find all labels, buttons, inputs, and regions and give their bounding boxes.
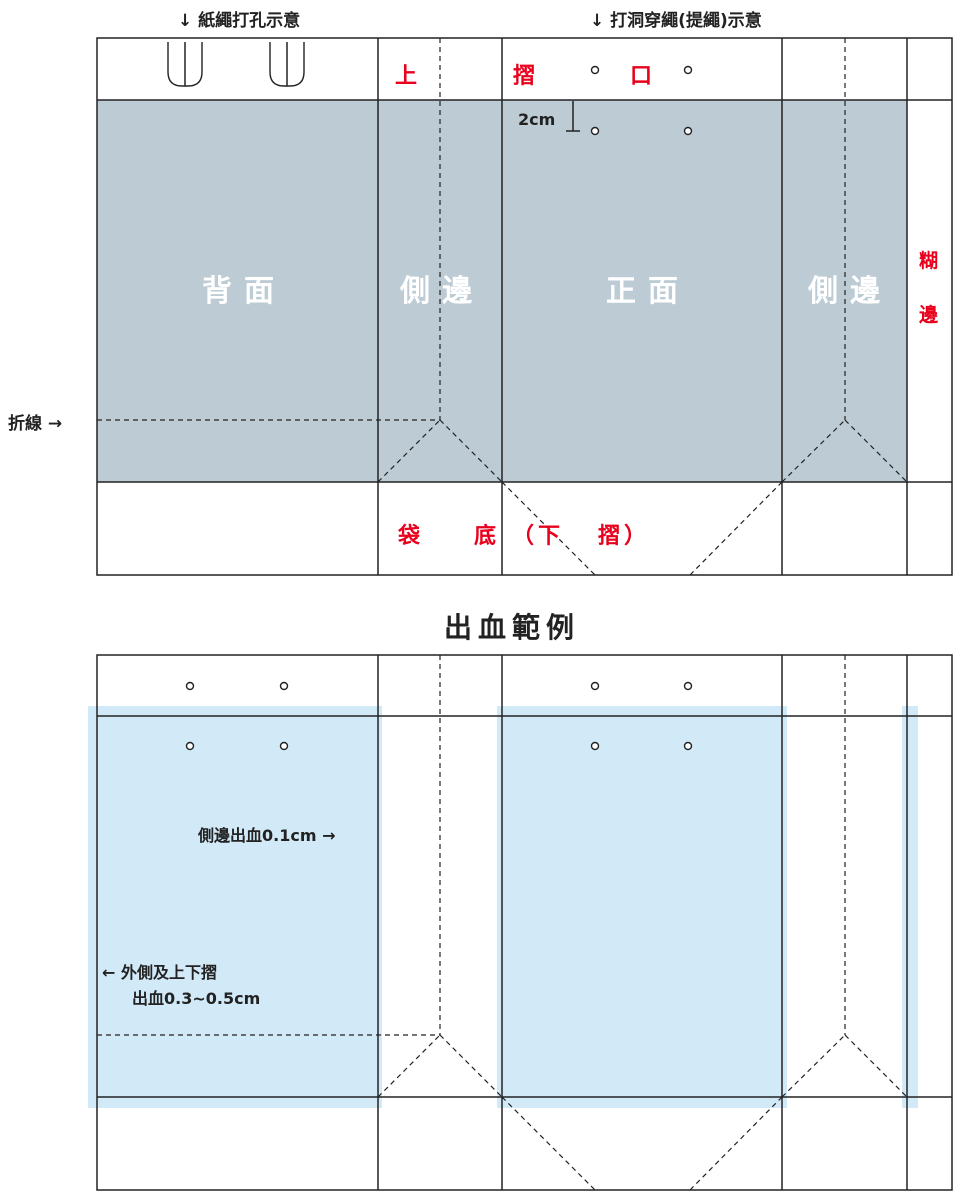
right-gusset-diagonal xyxy=(844,1034,908,1098)
arrow-right-icon: → xyxy=(316,826,336,845)
top-fold-label-a: 上 xyxy=(395,64,418,89)
right-side-panel-label: 側邊 xyxy=(808,274,892,309)
hole xyxy=(683,126,693,136)
hole xyxy=(590,65,600,75)
left-side-panel-label: 側邊 xyxy=(400,274,484,309)
hole xyxy=(683,65,693,75)
left-gusset-diagonal xyxy=(377,419,441,483)
hole xyxy=(279,681,289,691)
right-gusset-diagonal xyxy=(781,419,846,483)
left-gusset-diagonal xyxy=(377,1034,441,1098)
bleed-example-title: 出血範例 xyxy=(444,611,581,644)
left-gusset-diagonal xyxy=(439,1034,503,1098)
glue-flap-label-a: 糊 xyxy=(919,250,939,272)
threading-hint-label: ↓ 打洞穿繩(提繩)示意 xyxy=(590,11,762,31)
bag-bottom-label-c: （下 xyxy=(512,524,565,549)
bottom-v-fold xyxy=(501,1096,596,1191)
glue-flap-label-b: 邊 xyxy=(919,304,939,326)
glue-bleed-area xyxy=(902,706,918,1108)
back-bleed-area xyxy=(88,706,382,1108)
hole xyxy=(683,681,693,691)
hole xyxy=(185,741,195,751)
bottom-v-fold xyxy=(689,481,783,576)
bottom-v-fold xyxy=(689,1096,783,1191)
bag-bottom-label-a: 袋 xyxy=(398,524,421,549)
left-gusset-diagonal xyxy=(439,419,503,483)
outer-bleed-label: ← 外側及上下摺 出血0.3~0.5cm xyxy=(102,963,261,1008)
fold-line-label: 折線 → xyxy=(8,414,63,434)
right-gusset-diagonal xyxy=(781,1034,846,1098)
arrow-right-icon: → xyxy=(42,414,63,434)
hole-offset-label: 2cm xyxy=(518,110,556,129)
rope-hole-hint-label: ↓ 紙繩打孔示意 xyxy=(178,11,301,31)
bag-bottom-label-b: 底 xyxy=(474,524,497,549)
arrow-down-icon: ↓ xyxy=(590,11,611,31)
hole xyxy=(279,741,289,751)
front-panel-label: 正面 xyxy=(606,274,690,309)
top-fold-label-c: 口 xyxy=(630,64,653,89)
bottom-v-fold xyxy=(501,481,596,576)
bag-bottom-label-d: 摺） xyxy=(598,524,651,549)
bottom-outline xyxy=(96,654,953,1191)
hole xyxy=(590,126,600,136)
side-bleed-label: 側邊出血0.1cm → xyxy=(198,826,336,845)
top-fold-label-b: 摺 xyxy=(513,64,536,89)
arrow-left-icon: ← xyxy=(102,963,121,982)
left-gusset-fill xyxy=(378,420,502,482)
hole xyxy=(590,681,600,691)
arrow-down-icon: ↓ xyxy=(178,11,199,31)
front-bleed-area xyxy=(497,706,787,1108)
hole xyxy=(683,741,693,751)
right-gusset-diagonal xyxy=(844,419,908,483)
back-panel-label: 背面 xyxy=(202,274,286,309)
hole xyxy=(590,741,600,751)
hole xyxy=(185,681,195,691)
top-outline xyxy=(96,37,953,576)
